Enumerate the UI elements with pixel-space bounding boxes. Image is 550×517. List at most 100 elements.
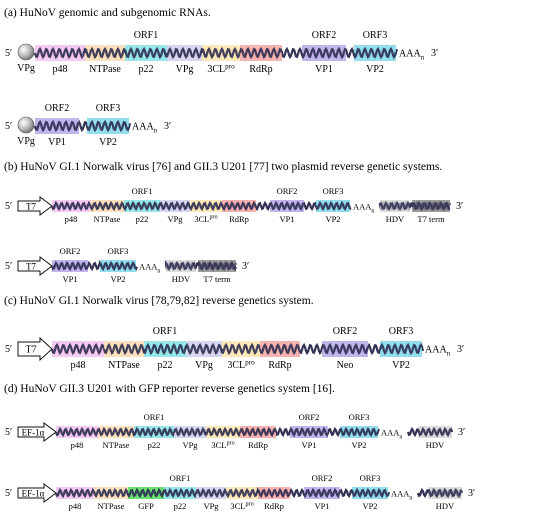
segment-label-text: VP1: [62, 274, 77, 284]
three-prime-label: 3′: [431, 48, 438, 59]
rna-wave: [85, 119, 131, 133]
segment-label-text: NTPase: [108, 360, 140, 371]
segment-label: NTPase: [89, 64, 121, 75]
promoter-label: EF-1α: [22, 428, 45, 438]
segment-label: VP2: [362, 501, 377, 511]
polya-tail-label: AAAn: [391, 489, 412, 502]
segment-label-text: p48: [53, 64, 68, 75]
promoter-label: EF-1α: [22, 489, 45, 499]
rna-wave: [238, 426, 278, 438]
polya-subscript: n: [157, 269, 160, 275]
segment-label-text: VPg: [195, 360, 213, 371]
promoter-arrow-icon: [17, 483, 57, 503]
segment-label-text: VP2: [351, 440, 366, 450]
segment-label: T7 term: [417, 214, 445, 224]
orf-label: ORF3: [389, 326, 413, 337]
orf-label: ORF1: [153, 326, 177, 337]
three-prime-label: 3′: [242, 261, 249, 272]
segment-label-text: T7 term: [203, 274, 231, 284]
segment-label-text: HDV: [386, 214, 405, 224]
segment-label-text: VP2: [99, 137, 117, 148]
rna-wave: [132, 426, 175, 438]
polya-text: AAA: [399, 49, 421, 60]
rna-wave: [288, 426, 329, 438]
three-prime-label: 3′: [456, 201, 463, 212]
rna-wave: [258, 342, 302, 356]
segment-label-text: NTPase: [94, 214, 121, 224]
segment-label-text: RdRp: [268, 360, 291, 371]
segment-label-text: VPg: [182, 440, 198, 450]
rna-wave: [352, 46, 398, 60]
segment-label: VPg: [176, 64, 194, 75]
rna-wave: [33, 119, 80, 133]
rna-wave: [300, 46, 347, 60]
rna-wave: [224, 487, 259, 499]
promoter-label: T7: [26, 202, 36, 212]
polya-tail-label: AAAn: [399, 49, 425, 62]
polya-subscript: n: [421, 54, 425, 62]
segment-label-text: VPg: [167, 214, 183, 224]
rna-wave: [220, 342, 262, 356]
segment-label-text: p48: [69, 501, 82, 511]
section-title-b: (b) HuNoV GI.1 Norwalk virus [76] and GI…: [4, 161, 442, 173]
segment-label: T7 term: [203, 274, 231, 284]
segment-label: NTPase: [94, 214, 121, 224]
segment-label: HDV: [436, 501, 455, 511]
rna-wave: [50, 200, 91, 212]
orf-label: ORF3: [323, 186, 344, 196]
orf-label: ORF2: [333, 326, 357, 337]
polya-subscript: n: [447, 350, 451, 358]
orf-label: ORF1: [132, 186, 153, 196]
segment-label: 3CLpro: [227, 359, 255, 372]
segment-label: 3CLpro: [194, 214, 217, 224]
rna-wave: [194, 487, 227, 499]
rna-wave: [416, 426, 454, 438]
rna-wave: [54, 487, 95, 499]
segment-label-text: 3CL: [211, 440, 226, 450]
segment-label: VP2: [392, 360, 410, 371]
orf-label: ORF2: [312, 473, 333, 483]
rna-wave: [238, 46, 284, 60]
segment-label-text: RdRp: [248, 440, 268, 450]
orf-label: ORF3: [349, 412, 370, 422]
orf-label: ORF3: [363, 30, 387, 41]
segment-label: p22: [148, 440, 161, 450]
five-prime-label: 5′: [5, 488, 12, 499]
polya-tail-label: AAAn: [381, 428, 402, 441]
rna-wave: [320, 342, 370, 356]
rna-wave: [123, 46, 168, 60]
segment-label-text: p22: [148, 440, 161, 450]
rna-wave: [256, 486, 292, 499]
rna-wave: [378, 200, 412, 212]
segment-label: NTPase: [98, 501, 125, 511]
segment-label: 3CLpro: [211, 440, 234, 450]
segment-label-text: p22: [139, 64, 154, 75]
segment-label-text: VP1: [315, 64, 333, 75]
rna-wave: [102, 342, 146, 356]
segment-label: VP2: [110, 274, 125, 284]
segment-label: Neo: [337, 360, 354, 371]
segment-label-text: VP1: [279, 214, 294, 224]
rna-wave: [122, 200, 162, 212]
rna-wave: [378, 342, 423, 356]
polya-tail-label: AAAn: [353, 202, 374, 215]
orf-label: ORF1: [170, 473, 191, 483]
promoter-arrow-icon: [17, 422, 57, 442]
rna-wave: [314, 200, 352, 212]
segment-label-text: 3CL: [194, 214, 209, 224]
orf-label: ORF1: [144, 412, 165, 422]
promoter-arrow-icon: [17, 256, 53, 276]
segment-label-text: NTPase: [103, 440, 130, 450]
three-prime-label: 3′: [164, 121, 171, 132]
segment-label: HDV: [172, 274, 191, 284]
segment-label-sup: pro: [226, 441, 234, 447]
segment-label: VP2: [366, 64, 384, 75]
vpg-label: VPg: [17, 136, 35, 147]
segment-label-text: HDV: [436, 501, 455, 511]
rna-wave: [96, 426, 136, 438]
segment-label-text: 3CL: [207, 64, 225, 75]
segment-label: p22: [136, 214, 149, 224]
rna-wave: [54, 426, 100, 438]
segment-label-text: NTPase: [89, 64, 121, 75]
